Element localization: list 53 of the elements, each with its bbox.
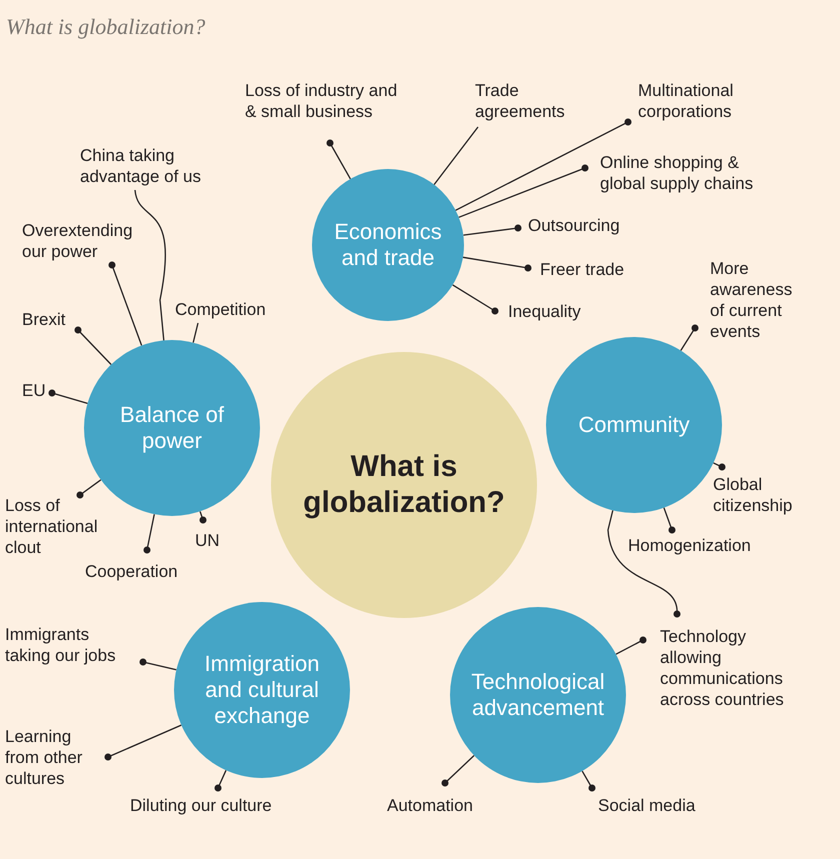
leader-line	[326, 140, 351, 180]
leader-line	[199, 511, 206, 524]
callout-text: Diluting our culture	[130, 795, 272, 816]
leader-line	[616, 636, 646, 655]
leader-line	[76, 479, 102, 498]
callout-text: Automation	[387, 795, 473, 816]
leader-line	[607, 510, 680, 618]
circle-label: Balance of power	[119, 402, 225, 454]
leader-line	[48, 390, 88, 404]
callout-text: Loss of industry and & small business	[245, 80, 405, 122]
leader-line	[134, 190, 166, 340]
circle-label: Technological advancement	[470, 669, 606, 721]
leader-line	[434, 126, 479, 185]
leader-line	[140, 658, 176, 670]
callout-text: Social media	[598, 795, 696, 816]
leader-line	[462, 256, 532, 272]
callout-text: Loss of international clout	[5, 495, 110, 558]
callout-text: Outsourcing	[528, 215, 620, 236]
callout-text: Competition	[175, 299, 266, 320]
callout-text: UN	[195, 530, 220, 551]
title: What is globalization?	[6, 14, 206, 40]
leader-line	[582, 770, 596, 792]
callout-text: EU	[22, 380, 46, 401]
callout-text: Freer trade	[540, 259, 624, 280]
leader-line	[214, 770, 227, 792]
leader-line	[713, 462, 726, 470]
leader-line	[463, 224, 522, 236]
circle-label: Immigration and cultural exchange	[204, 651, 320, 729]
leader-line	[108, 262, 142, 346]
leader-line	[192, 322, 199, 343]
leader-line	[452, 284, 498, 314]
leader-line	[458, 164, 588, 218]
callout-text: Technology allowing communications across countries	[660, 626, 800, 710]
leader-line	[455, 118, 632, 211]
callout-text: Overextending our power	[22, 220, 152, 262]
callout-text: Online shopping & global supply chains	[600, 152, 785, 194]
callout-text: Global citizenship	[713, 474, 808, 516]
callout-text: Learning from other cultures	[5, 726, 95, 789]
callout-text: More awareness of current events	[710, 258, 805, 342]
callout-text: Trade agreements	[475, 80, 575, 122]
callout-text: Multinational corporations	[638, 80, 768, 122]
callout-text: Immigrants taking our jobs	[5, 624, 135, 666]
callout-text: China taking advantage of us	[80, 145, 240, 187]
leader-line	[104, 724, 182, 760]
callout-text: Homogenization	[628, 535, 751, 556]
callout-text: Cooperation	[85, 561, 178, 582]
leader-line	[663, 507, 676, 534]
circle-label: Economics and trade	[333, 219, 443, 271]
leader-line	[144, 514, 155, 554]
callout-text: Inequality	[508, 301, 581, 322]
circle-label: What is globalization?	[302, 449, 506, 521]
circle-label: Community	[577, 412, 691, 438]
callout-text: Brexit	[22, 309, 66, 330]
